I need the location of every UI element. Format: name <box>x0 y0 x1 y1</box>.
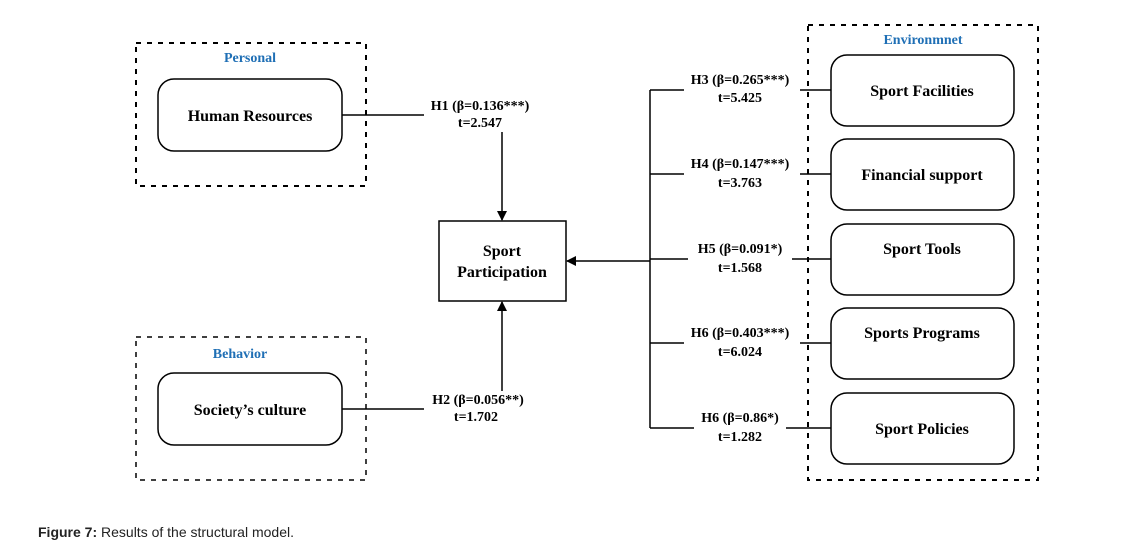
h1-t-label: t=2.547 <box>458 116 502 131</box>
h6b-t-label: t=1.282 <box>718 430 762 445</box>
h4-beta-label: H4 (β=0.147***) <box>691 157 790 172</box>
sports-programs-label: Sports Programs <box>864 325 980 342</box>
h6b-beta-label: H6 (β=0.86*) <box>701 411 779 426</box>
h2-beta-label: H2 (β=0.056**) <box>432 393 524 408</box>
h6a-t-label: t=6.024 <box>718 345 762 360</box>
h5-t-label: t=1.568 <box>718 261 762 276</box>
environment-group-box <box>807 24 1039 481</box>
h6b-label-bg <box>694 410 786 444</box>
human-resources-label: Human Resources <box>188 108 313 125</box>
h3-beta-label: H3 (β=0.265***) <box>691 73 790 88</box>
sport-participation-label-line2: Participation <box>457 264 547 281</box>
h4-t-label: t=3.763 <box>718 176 762 191</box>
society-culture-label: Society’s culture <box>194 402 306 419</box>
environment-group-title: Environmnet <box>883 33 962 48</box>
h3-label-bg <box>684 72 800 106</box>
figure-caption: Figure 7: Results of the structural mode… <box>38 524 294 540</box>
h1-beta-label: H1 (β=0.136***) <box>431 99 530 114</box>
h1-label-bg <box>424 98 536 132</box>
sports-programs-node <box>830 307 1015 380</box>
h6a-beta-label: H6 (β=0.403***) <box>691 326 790 341</box>
sport-participation-node <box>438 220 567 302</box>
h2-t-label: t=1.702 <box>454 410 498 425</box>
sport-participation-label-line1: Sport <box>483 243 522 260</box>
figure-caption-label: Figure 7: <box>38 524 98 540</box>
h6a-label-bg <box>684 325 800 359</box>
figure-caption-text: Results of the structural model. <box>97 524 294 540</box>
behavior-group-title: Behavior <box>213 347 267 362</box>
sport-tools-label: Sport Tools <box>883 241 961 258</box>
financial-support-label: Financial support <box>861 167 983 184</box>
h2-label-bg <box>424 391 536 425</box>
h3-t-label: t=5.425 <box>718 91 762 106</box>
sport-facilities-label: Sport Facilities <box>870 83 974 100</box>
h5-label-bg <box>688 241 792 275</box>
h5-beta-label: H5 (β=0.091*) <box>698 242 783 257</box>
h4-label-bg <box>684 156 800 190</box>
sport-tools-node <box>830 223 1015 296</box>
personal-group-title: Personal <box>224 51 276 66</box>
sport-policies-label: Sport Policies <box>875 421 969 438</box>
